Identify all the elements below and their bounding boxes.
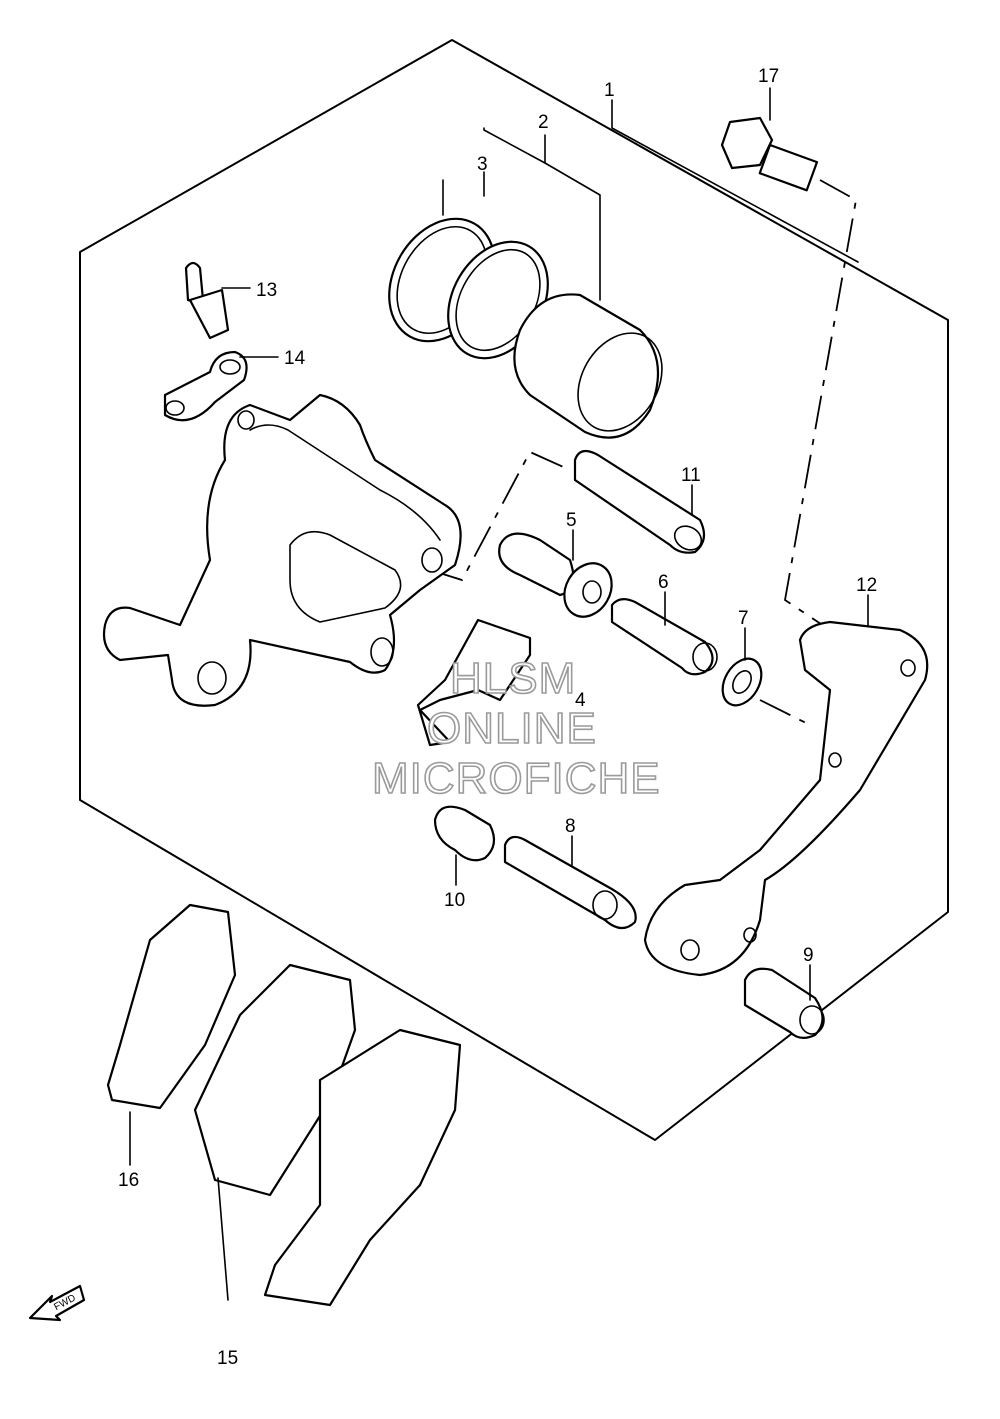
callout-16: 16 [118, 1170, 139, 1191]
callout-10: 10 [444, 890, 465, 911]
pad-15-b [263, 1028, 462, 1307]
piston-2 [513, 293, 663, 439]
callout-13: 13 [256, 280, 277, 301]
boot-10 [433, 805, 496, 862]
pin-8 [503, 835, 637, 930]
sleeve-9 [743, 967, 825, 1039]
boot-5 [498, 532, 613, 618]
align-line-17 [784, 179, 857, 631]
callout-11: 11 [681, 465, 701, 486]
spring-clip-4 [416, 618, 532, 747]
callout-17: 17 [758, 66, 779, 87]
callout-3: 3 [477, 154, 488, 175]
callout-14: 14 [284, 348, 306, 369]
callout-5: 5 [566, 510, 577, 531]
bleeder-cap-14 [163, 350, 248, 422]
watermark-line-1: HLSM [450, 654, 576, 703]
callout-2: 2 [538, 112, 549, 133]
pad-16 [106, 903, 237, 1110]
callout-7: 7 [738, 608, 749, 629]
leader-15 [217, 1177, 229, 1301]
callout-8: 8 [565, 816, 576, 837]
align-line-7 [759, 699, 811, 726]
callout-9: 9 [803, 945, 814, 966]
pin-6 [610, 598, 718, 676]
bleeder-13 [184, 261, 230, 340]
callout-1: 1 [604, 80, 615, 101]
washer-7 [721, 657, 763, 707]
watermark-line-3: MICROFICHE [372, 754, 661, 803]
callout-4: 4 [575, 690, 586, 711]
bolt-17 [720, 116, 819, 192]
bracket-12 [643, 620, 929, 977]
callout-12: 12 [856, 575, 877, 596]
caliper-body [102, 393, 462, 707]
watermark-line-2: ONLINE [427, 704, 597, 753]
fwd-arrow: FWD [28, 1284, 86, 1322]
callout-15: 15 [217, 1348, 238, 1369]
pin-11 [573, 449, 706, 554]
assembly-outline [79, 39, 949, 1141]
align-line-11 [429, 450, 571, 582]
callout-6: 6 [658, 572, 669, 593]
bracket-1 [611, 99, 859, 263]
